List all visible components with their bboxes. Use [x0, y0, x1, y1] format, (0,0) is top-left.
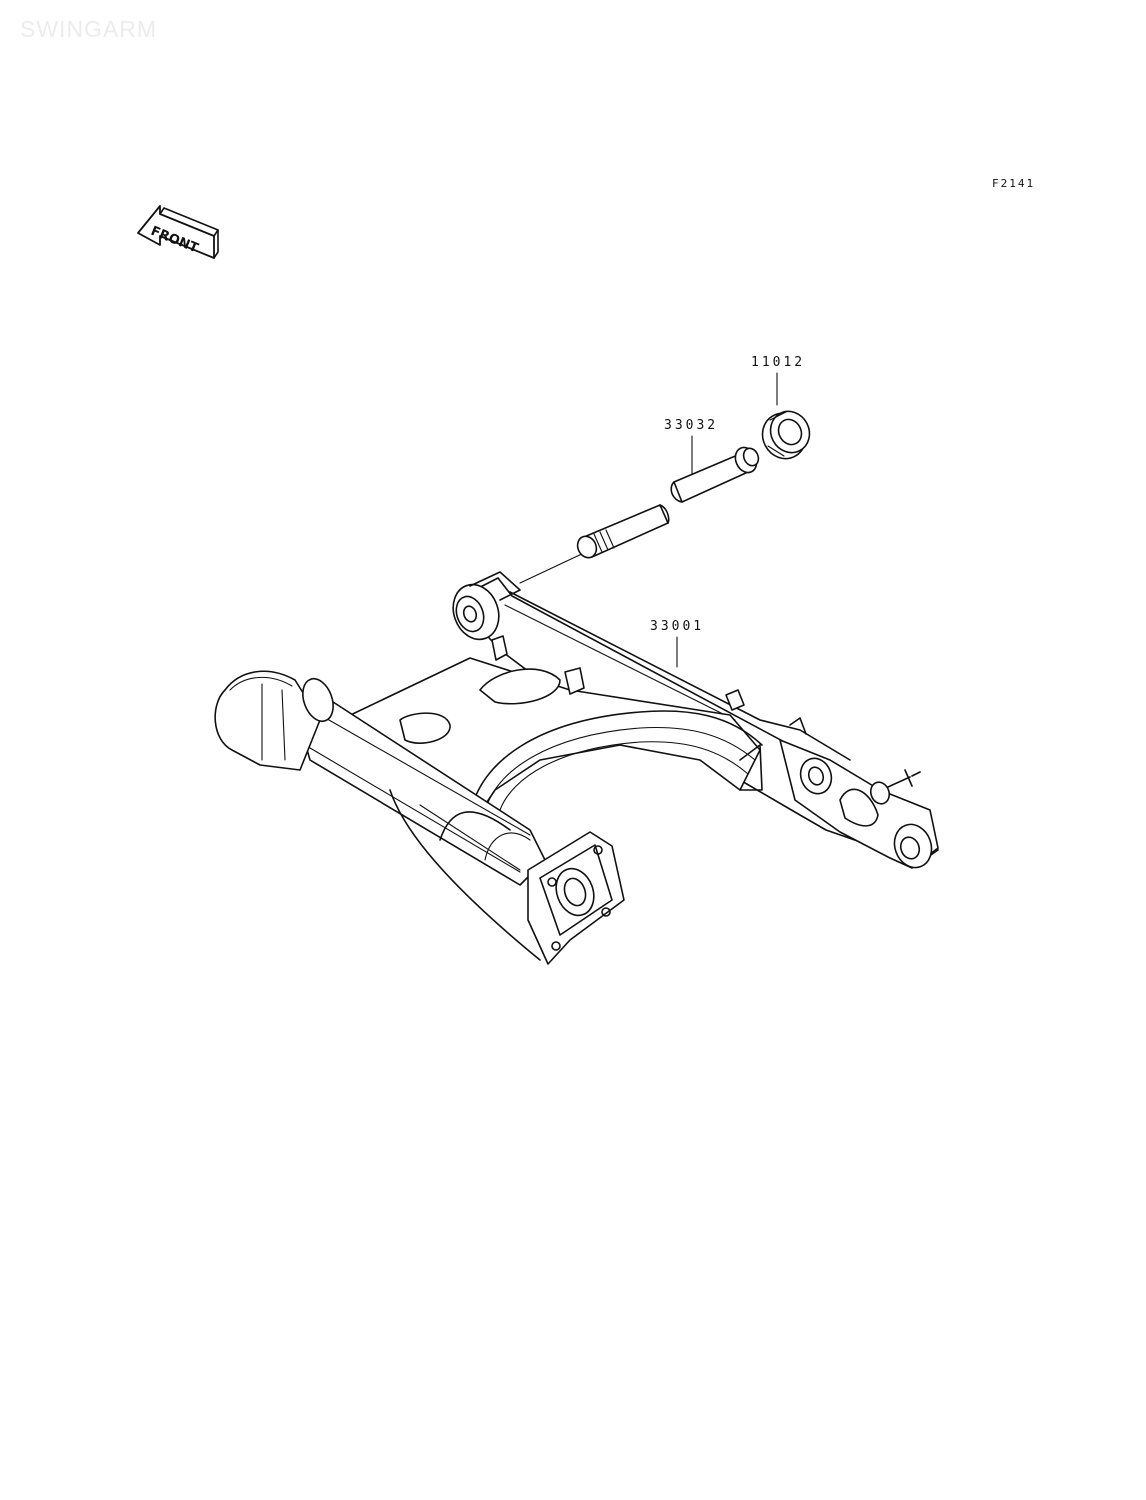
watermark-title: SWINGARM — [20, 16, 158, 42]
part-label-33032[interactable]: 33032 — [664, 418, 719, 433]
pivot-shaft-33032-part[interactable] — [574, 444, 761, 561]
collar-11012-part[interactable] — [755, 405, 817, 467]
front-arrow-icon: FRONT — [137, 205, 219, 259]
swingarm-33001-part[interactable] — [214, 571, 939, 965]
part-label-11012[interactable]: 11012 — [751, 355, 806, 370]
figure-code: F2141 — [992, 177, 1036, 190]
part-label-33001[interactable]: 33001 — [650, 619, 705, 634]
